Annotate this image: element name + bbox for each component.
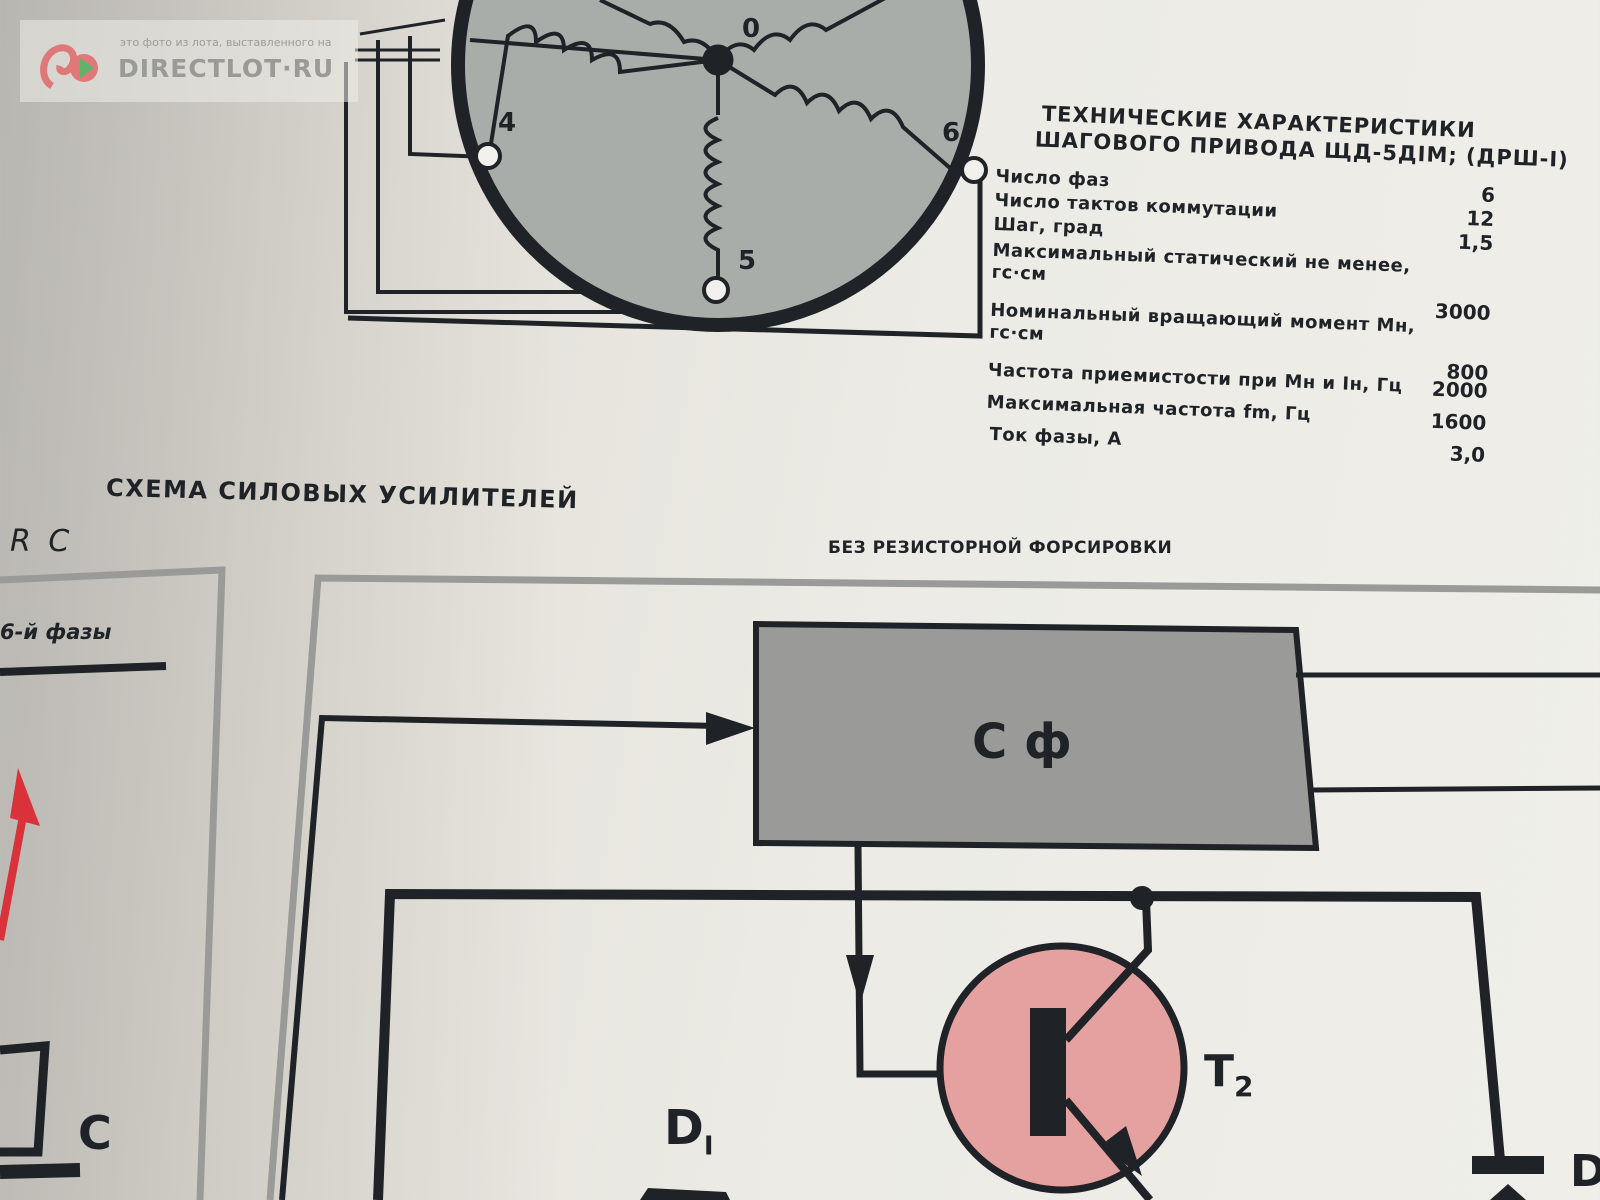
spec-row-value: 1600 [1430, 408, 1487, 435]
block-label: С ф [972, 714, 1072, 770]
supply-rail [373, 888, 1505, 1200]
lead-wire [347, 172, 983, 339]
specs-block: ТЕХНИЧЕСКИЕ ХАРАКТЕРИСТИКИ ШАГОВОГО ПРИВ… [0, 0, 1600, 543]
left-label-rc: R C [10, 524, 74, 559]
winding-coil [488, 24, 719, 151]
spec-row-label-unit: гс·см [991, 261, 1047, 285]
spec-row-label: Номинальный вращающий момент Мн, [989, 299, 1416, 338]
center-node [702, 44, 734, 76]
lead-wire [344, 62, 716, 314]
spec-row-value: 1,5 [1457, 229, 1494, 256]
diode-label: DI [664, 1100, 714, 1162]
base-wire [854, 845, 944, 1078]
panel-frame [0, 566, 226, 1200]
capacitor-wire [0, 1041, 50, 1157]
terminal-node [474, 142, 502, 170]
right-cut-label: D [1570, 1146, 1600, 1197]
panel-rule [0, 662, 167, 676]
amplifier-schematic [266, 574, 1600, 1200]
lead-wire [355, 18, 446, 62]
spec-row-label: Число фаз [995, 165, 1111, 192]
winding-coil [716, 58, 952, 170]
block-sf [753, 620, 1320, 852]
left-label-phase: 6-й фазы [0, 620, 112, 644]
winding-coil [716, 0, 886, 62]
transistor-letter: T [1204, 1046, 1235, 1097]
transistor-base-bar [1030, 1008, 1066, 1136]
diode-letter: D [664, 1100, 704, 1156]
junction-dot [1130, 886, 1154, 910]
spec-row-value: 6 [1480, 182, 1496, 208]
section-subtitle: БЕЗ РЕЗИСТОРНОЙ ФОРСИРОВКИ [828, 538, 1173, 558]
lead-wire [408, 36, 489, 159]
output-wire [1311, 785, 1600, 793]
node-label-6: 6 [942, 118, 961, 148]
left-label-c: C [78, 1106, 112, 1160]
red-arrow-line [0, 799, 30, 941]
watermark: это фото из лота, выставленного на DIREC… [20, 20, 358, 102]
diode-triangle [1490, 1184, 1526, 1200]
terminal-node [960, 156, 988, 184]
left-panel [0, 566, 226, 1200]
winding-coil [599, 0, 720, 62]
spec-row-label: Ток фазы, А [989, 423, 1123, 450]
node-label-0: 0 [742, 14, 761, 44]
motor-diagram [344, 0, 988, 339]
input-arrow-head [706, 712, 755, 745]
spec-row-label-unit: гс·см [989, 321, 1045, 345]
watermark-caption: это фото из лота, выставленного на [120, 36, 332, 49]
transistor-subscript: 2 [1234, 1069, 1254, 1103]
winding-line [469, 38, 719, 62]
red-arrow-head [10, 768, 40, 826]
spec-row-label: Частота приемистости при Мн и Iн, Гц [987, 359, 1403, 397]
node-label-4: 4 [498, 108, 517, 138]
spec-row-label: Максимальный статический не менее, [992, 239, 1412, 277]
capacitor-plate [0, 1163, 81, 1179]
diode-d1-symbol [640, 1188, 730, 1200]
outer-frame [266, 574, 1600, 1200]
diode-bar [1472, 1156, 1544, 1174]
spec-row-value: 12 [1465, 205, 1495, 232]
spec-row-label: Максимальная частота fm, Гц [986, 391, 1312, 426]
winding-coil [703, 116, 723, 288]
terminal-node [702, 276, 730, 304]
spec-row-value: 2000 [1431, 376, 1489, 403]
input-wire [279, 714, 721, 1200]
transistor-label: T2 [1204, 1046, 1254, 1103]
collector-wire [1063, 899, 1153, 1043]
watermark-site: DIRECTLOT·RU [118, 54, 335, 83]
emitter-arrow-head [1100, 1126, 1142, 1176]
diode-subscript: I [703, 1131, 714, 1162]
squirrel-logo-icon [40, 44, 98, 90]
base-arrow-head [846, 955, 874, 1005]
spec-row-value: 3,0 [1449, 441, 1486, 467]
spec-row-label: Шаг, град [993, 213, 1105, 240]
node-label-5: 5 [738, 246, 757, 276]
